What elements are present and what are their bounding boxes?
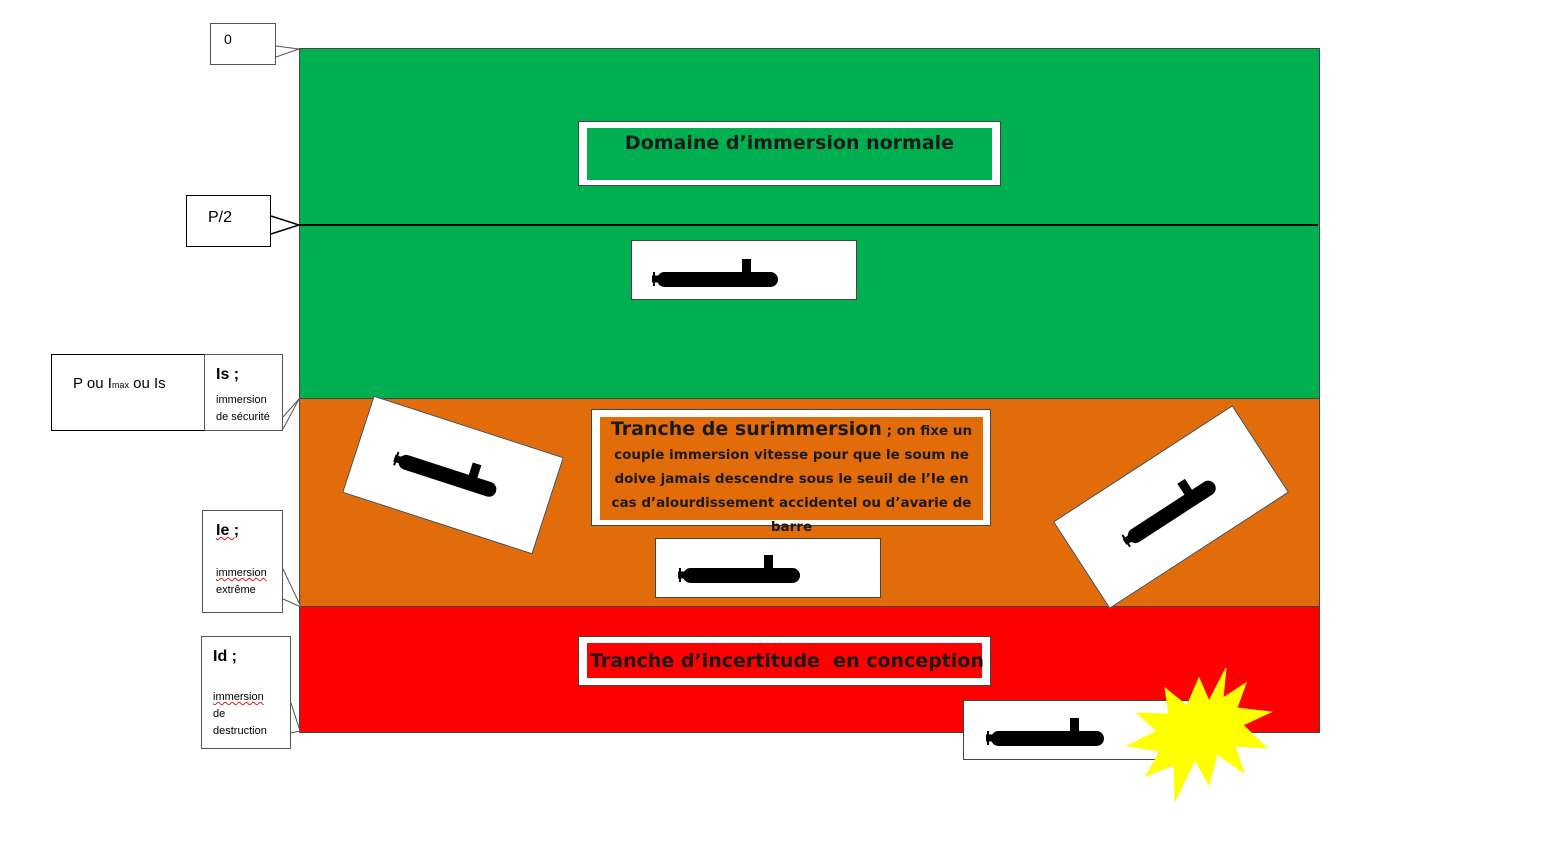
explosion-icon (1125, 668, 1273, 802)
callout-pointer (282, 398, 300, 430)
normal-zone-title-box: Domaine d’immersion normale (578, 121, 1001, 186)
label-is-title: Is ; (216, 366, 240, 383)
surimmersion-title-box: Tranche de surimmersion ; on fixe un cou… (591, 409, 991, 535)
label-zero: 0 (224, 31, 232, 47)
submarine-icon (652, 259, 778, 287)
normal-immersion-zone (299, 48, 1320, 399)
submarine-box-tilted-down (342, 395, 564, 555)
label-ie-callout: Ie ; immersion extrême (202, 510, 303, 613)
label-zero-callout: 0 (210, 23, 300, 65)
label-id-title: Id ; (213, 648, 237, 665)
callout-pointer (290, 702, 301, 734)
callout-pointer (282, 568, 303, 609)
submarine-box-tilted-up (1052, 405, 1290, 609)
uncertainty-zone-title: Tranche d’incertitude en conception (587, 643, 984, 678)
normal-zone-title: Domaine d’immersion normale (587, 128, 992, 180)
submarine-icon (986, 718, 1104, 746)
submarine-icon (1121, 478, 1216, 548)
uncertainty-title-box: Tranche d’incertitude en conception (578, 636, 991, 686)
callout-pointer (275, 45, 300, 58)
submarine-box-normal (631, 240, 857, 300)
submarine-box-surimmersion (655, 538, 881, 598)
label-half-depth-callout: P/2 (186, 195, 302, 247)
label-half-depth: P/2 (208, 209, 233, 226)
callout-pointer (270, 215, 302, 235)
half-depth-line (299, 224, 1318, 226)
label-ie-title: Ie ; (216, 522, 240, 539)
submarine-icon (678, 555, 800, 583)
label-id-callout: Id ; immersion de destruction (201, 636, 301, 749)
submarine-icon (393, 451, 497, 497)
surimmersion-text: Tranche de surimmersion ; on fixe un cou… (600, 417, 983, 535)
label-is-callout: Is ; immersion de sécurité (204, 354, 300, 431)
label-p-imax-is: P ou Imax ou Is (51, 354, 207, 431)
